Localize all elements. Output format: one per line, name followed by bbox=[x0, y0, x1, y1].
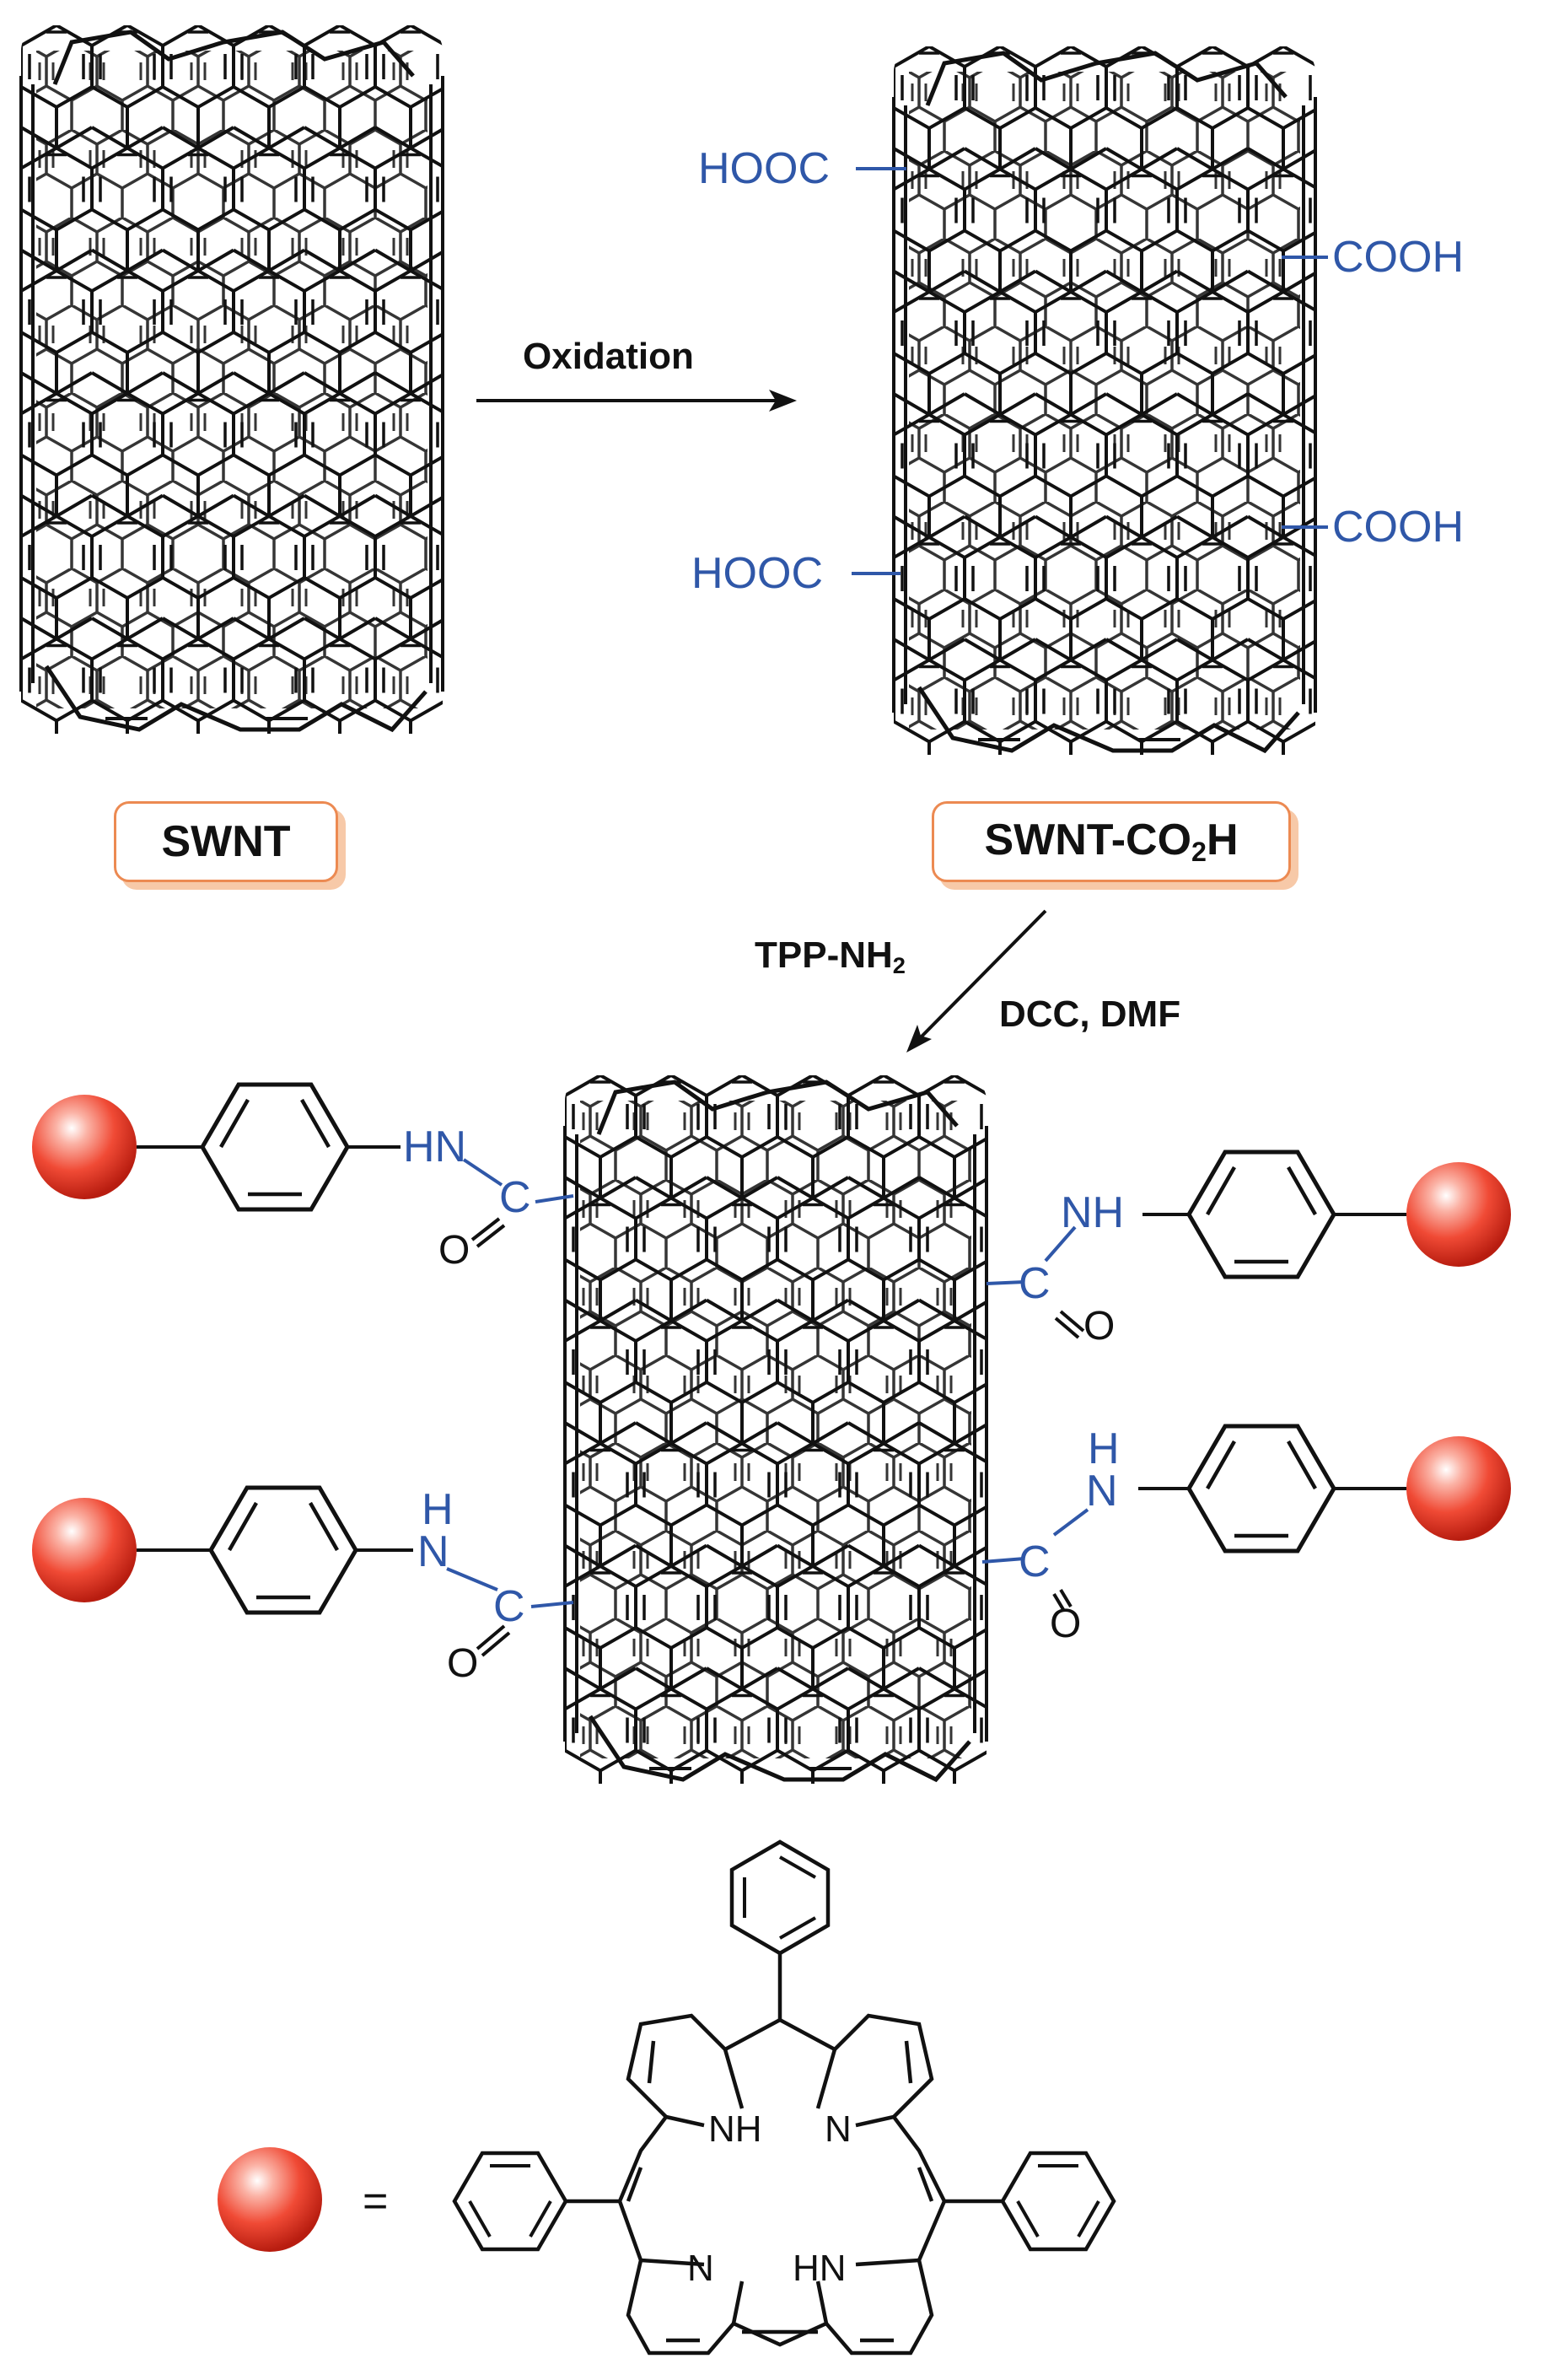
o-upper-right: O bbox=[1083, 1304, 1116, 1349]
amidation-arrow bbox=[906, 909, 1047, 1053]
nh-upper-right: NH bbox=[1061, 1188, 1125, 1237]
n-lower-right: N bbox=[1086, 1467, 1118, 1516]
equals-sign: = bbox=[363, 2177, 389, 2226]
conditions-label: DCC, DMF bbox=[999, 993, 1181, 1035]
cooh-upper-label: COOH bbox=[1332, 233, 1464, 282]
hooc-upper-label: HOOC bbox=[698, 144, 830, 193]
oxidation-arrow bbox=[476, 390, 797, 412]
swnt-co2h-label-box: SWNT-CO2H bbox=[932, 801, 1291, 882]
c-upper-right: C bbox=[1019, 1259, 1051, 1308]
arm-lower-right bbox=[981, 1426, 1511, 1613]
carboxyl-bonds bbox=[852, 167, 1328, 575]
h-lower-right: H bbox=[1088, 1424, 1120, 1473]
arm-upper-right bbox=[986, 1152, 1511, 1339]
hn-upper-left: HN bbox=[403, 1123, 467, 1171]
n-lower-left: N bbox=[417, 1527, 449, 1576]
swnt-co2h-nanotube bbox=[894, 46, 1315, 755]
tpp-nh2-label: TPP-NH2 bbox=[755, 934, 906, 978]
oxidation-label: Oxidation bbox=[523, 336, 694, 377]
arm-lower-left bbox=[32, 1488, 574, 1657]
h-lower-left: H bbox=[422, 1485, 454, 1534]
porphyrin-sphere bbox=[1406, 1162, 1511, 1267]
swnt-co2h-label: SWNT-CO2H bbox=[984, 816, 1239, 868]
o-lower-left: O bbox=[447, 1641, 479, 1686]
swnt-label: SWNT bbox=[161, 817, 291, 866]
o-upper-left: O bbox=[438, 1228, 470, 1273]
arm-upper-left bbox=[32, 1085, 574, 1248]
swnt-tpp-nanotube bbox=[565, 1075, 987, 1784]
porphyrin-hn: HN bbox=[793, 2248, 847, 2289]
legend-sphere bbox=[218, 2147, 322, 2252]
porphyrin-sphere bbox=[32, 1095, 137, 1199]
porphyrin-nh: NH bbox=[708, 2108, 762, 2150]
swnt-label-box: SWNT bbox=[114, 801, 338, 882]
c-lower-right: C bbox=[1019, 1537, 1051, 1586]
hooc-lower-label: HOOC bbox=[691, 549, 823, 598]
porphyrin-structure bbox=[454, 1842, 1114, 2356]
swnt-nanotube bbox=[21, 25, 443, 734]
porphyrin-n-top: N bbox=[825, 2108, 852, 2150]
porphyrin-sphere bbox=[32, 1498, 137, 1602]
c-upper-left: C bbox=[499, 1173, 531, 1222]
o-lower-right: O bbox=[1050, 1602, 1082, 1646]
porphyrin-sphere bbox=[1406, 1436, 1511, 1541]
c-lower-left: C bbox=[493, 1582, 525, 1631]
porphyrin-n-bottom: N bbox=[687, 2248, 714, 2289]
cooh-lower-label: COOH bbox=[1332, 503, 1464, 552]
